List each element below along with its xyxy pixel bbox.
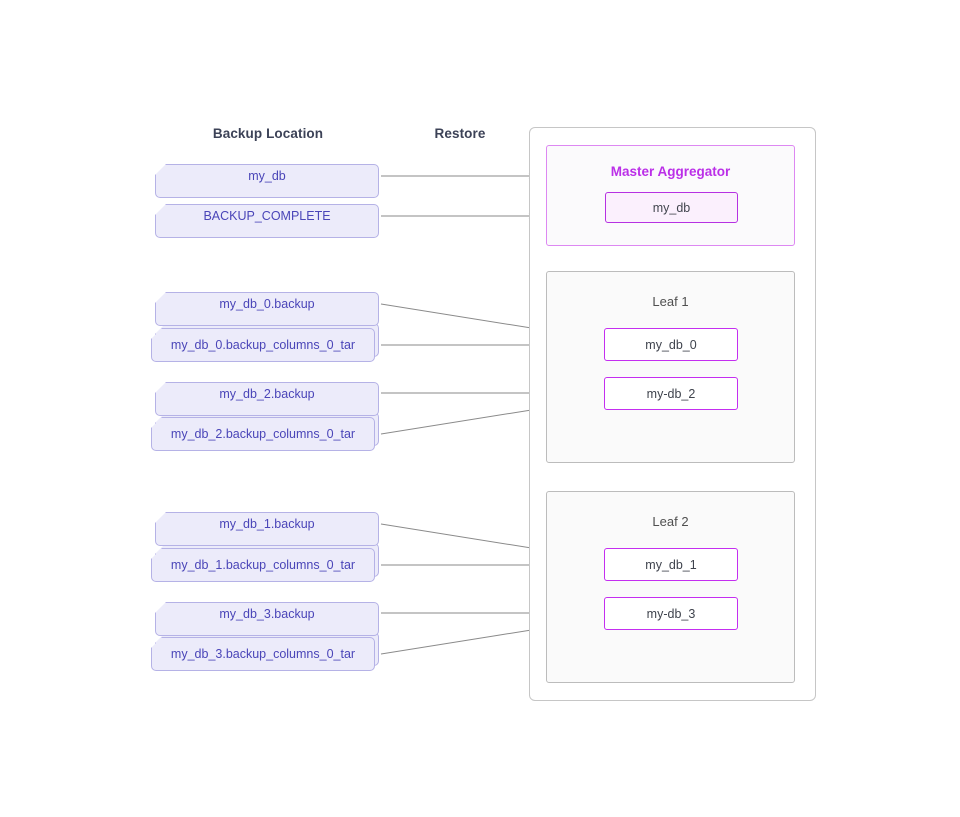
corner-fold-icon [151,328,172,353]
corner-fold-icon [155,602,176,627]
file-node-stacked[interactable]: my_db_2.backup_columns_0_tar [151,412,379,451]
file-node[interactable]: BACKUP_COMPLETE [155,199,379,238]
db-box-master-my_db[interactable]: my_db [605,192,738,223]
node-leaf-1[interactable]: Leaf 1 [546,271,795,463]
file-shape [151,548,375,582]
file-shape [151,328,375,362]
file-shape [151,417,375,451]
file-shape [155,204,379,238]
file-node[interactable]: my_db_0.backup [155,287,379,326]
file-node-stacked[interactable]: my_db_1.backup_columns_0_tar [151,543,379,582]
file-shape [151,637,375,671]
node-title: Master Aggregator [610,164,731,179]
file-node[interactable]: my_db_1.backup [155,507,379,546]
corner-fold-icon [155,382,176,407]
node-title: Leaf 1 [652,294,689,309]
file-shape [155,292,379,326]
db-box-leaf1-my_db_0[interactable]: my_db_0 [604,328,738,361]
file-shape [155,602,379,636]
file-node-stacked[interactable]: my_db_0.backup_columns_0_tar [151,323,379,362]
corner-fold-icon [151,548,172,573]
db-box-leaf1-my-db_2[interactable]: my-db_2 [604,377,738,410]
db-box-leaf2-my-db_3[interactable]: my-db_3 [604,597,738,630]
corner-fold-icon [151,417,172,442]
node-leaf-2[interactable]: Leaf 2 [546,491,795,683]
corner-fold-icon [155,204,176,229]
file-node[interactable]: my_db_2.backup [155,377,379,416]
corner-fold-icon [155,512,176,537]
db-box-leaf2-my_db_1[interactable]: my_db_1 [604,548,738,581]
column-heading-backup-location: Backup Location [212,126,324,141]
corner-fold-icon [151,637,172,662]
corner-fold-icon [155,292,176,317]
column-heading-restore: Restore [434,126,486,141]
file-shape [155,512,379,546]
file-shape [155,382,379,416]
file-node[interactable]: my_db_3.backup [155,597,379,636]
node-title: Leaf 2 [652,514,689,529]
file-node[interactable]: my_db [155,159,379,198]
file-shape [155,164,379,198]
file-node-stacked[interactable]: my_db_3.backup_columns_0_tar [151,632,379,671]
corner-fold-icon [155,164,176,189]
